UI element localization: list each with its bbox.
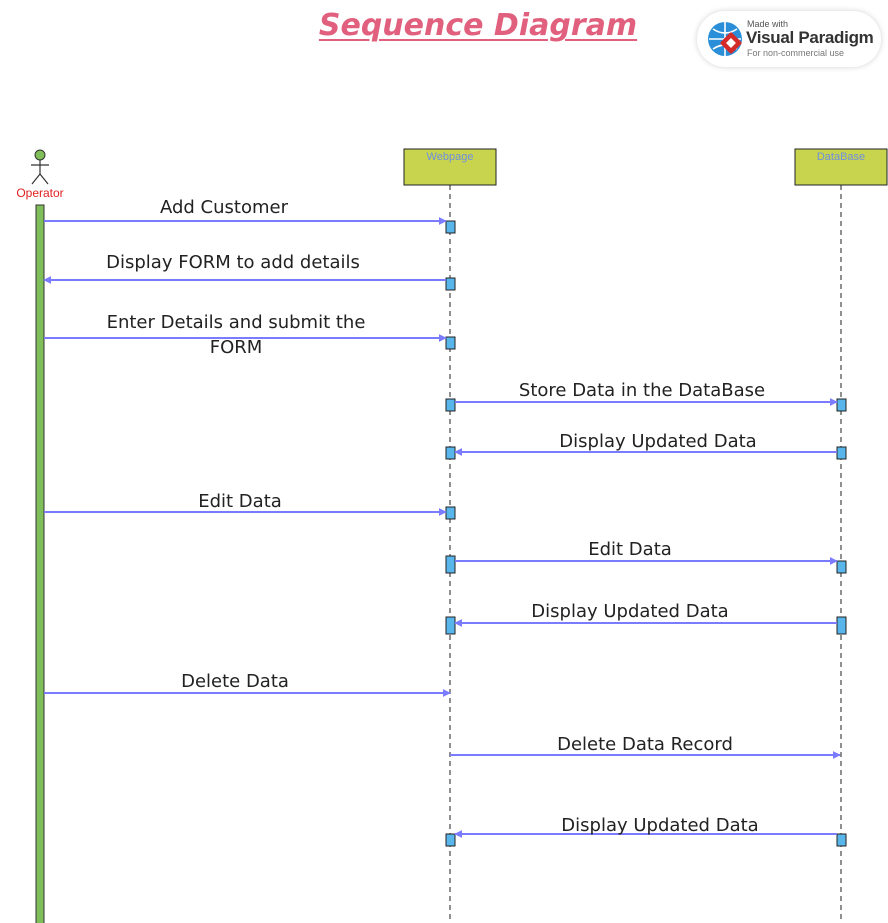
- webpage-activation-2: [445, 277, 456, 291]
- visual-paradigm-logo-icon: [708, 22, 742, 56]
- database-activation-4: [836, 616, 847, 635]
- diagram-title: Sequence Diagram: [318, 8, 638, 43]
- database-activation-3: [836, 560, 847, 574]
- webpage-activation-5: [445, 446, 456, 460]
- message-10-label: Delete Data Record: [557, 734, 733, 755]
- operator-actor[interactable]: Operator: [16, 149, 64, 200]
- webpage-activation-4: [445, 398, 456, 412]
- actor-name: Operator: [16, 186, 63, 200]
- webpage-activation-8: [445, 616, 456, 635]
- actor-left-leg: [31, 173, 41, 185]
- database-activation-2: [836, 446, 847, 460]
- visual-paradigm-badge[interactable]: Made with Visual Paradigm For non-commer…: [697, 11, 881, 67]
- webpage-head: [403, 148, 497, 186]
- webpage-activation-3: [445, 336, 456, 350]
- database-label: DataBase: [817, 151, 865, 163]
- actor-right-leg: [39, 173, 49, 185]
- operator-activation-bar[interactable]: [35, 204, 45, 923]
- message-11-label: Display Updated Data: [561, 815, 758, 836]
- badge-made-with: Made with: [747, 19, 789, 29]
- message-5-label: Display Updated Data: [559, 431, 756, 452]
- database-activation-1: [836, 398, 847, 412]
- webpage-activation-6: [445, 506, 456, 520]
- message-4-label: Store Data in the DataBase: [519, 380, 765, 401]
- message-3-label-line-1: Enter Details and submit the: [107, 312, 366, 333]
- webpage-activation-7: [445, 555, 456, 574]
- database-lifeline[interactable]: DataBase: [794, 148, 888, 923]
- webpage-label: Webpage: [427, 151, 474, 163]
- message-9-label: Delete Data: [181, 671, 289, 692]
- message-6-label: Edit Data: [198, 491, 282, 512]
- badge-note: For non-commercial use: [747, 48, 845, 58]
- webpage-lifeline[interactable]: Webpage: [403, 148, 497, 923]
- message-3-label-line-2: FORM: [210, 337, 263, 358]
- message-2-label: Display FORM to add details: [106, 252, 360, 273]
- message-8-label: Display Updated Data: [531, 601, 728, 622]
- database-activation-5: [836, 833, 847, 847]
- message-1-label: Add Customer: [160, 197, 289, 218]
- webpage-activation-9: [445, 833, 456, 847]
- badge-product-name: Visual Paradigm: [746, 28, 874, 47]
- database-head: [794, 148, 888, 186]
- message-7-label: Edit Data: [588, 539, 672, 560]
- webpage-activation-1: [445, 220, 456, 234]
- actor-head: [34, 149, 46, 161]
